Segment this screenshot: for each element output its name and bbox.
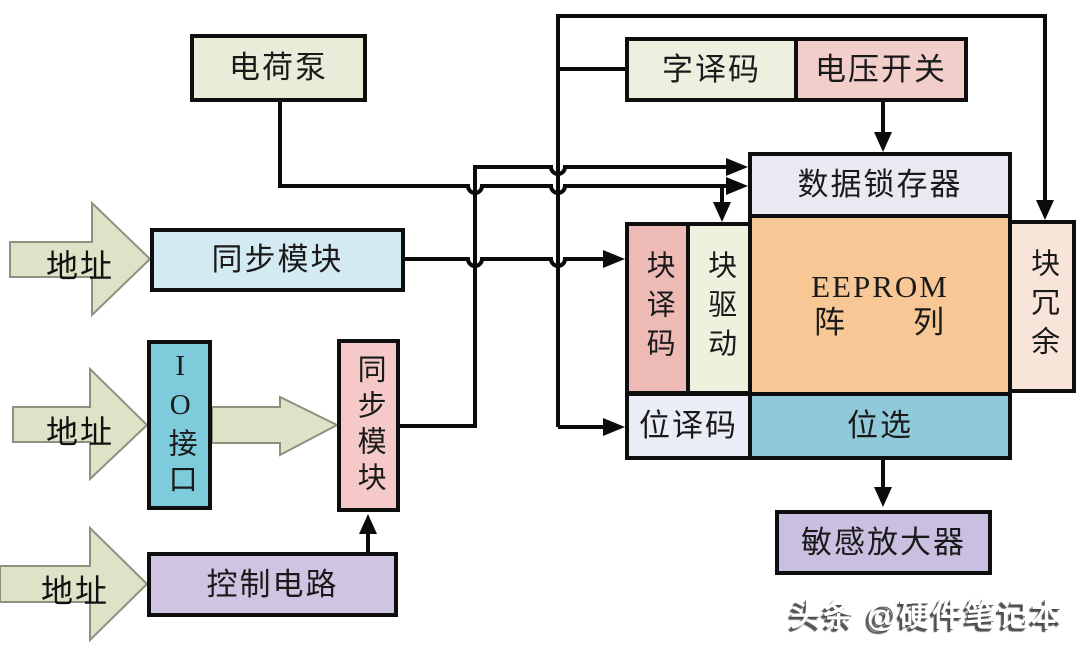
block-block-redundancy: 块冗余	[1008, 220, 1076, 393]
bit-decoder-label: 位译码	[639, 408, 738, 444]
block-bit-select: 位选	[748, 392, 1012, 460]
block-decoder-label: 块译码	[642, 250, 675, 367]
wire-charge-pump-to-data-latch	[278, 102, 728, 195]
sense-amplifier-label: 敏感放大器	[801, 524, 966, 560]
block-data-latch: 数据锁存器	[748, 152, 1012, 218]
block-eeprom-array: EEPROM 阵 列	[748, 214, 1012, 396]
arrowhead-into-block-decoder	[603, 250, 625, 268]
arrowhead-into-block-redundancy	[1036, 200, 1054, 220]
block-word-decoder: 字译码	[625, 37, 798, 102]
block-sync-module-horizontal: 同步模块	[150, 228, 405, 292]
address-arrow-2	[12, 366, 149, 482]
block-block-decoder: 块译码	[625, 222, 690, 395]
wire-sync-h-to-block-decoder	[405, 257, 605, 268]
arrowhead-into-sync-v	[359, 514, 377, 534]
charge-pump-label: 电荷泵	[229, 50, 328, 86]
arrowhead-into-block-driver	[713, 202, 731, 222]
block-bit-decoder: 位译码	[625, 392, 752, 460]
arrowhead-into-data-latch-top	[874, 132, 892, 152]
block-sense-amplifier: 敏感放大器	[775, 510, 992, 575]
wire-sync-v-to-data-latch	[400, 165, 728, 428]
arrowhead-into-bit-decoder	[603, 418, 625, 436]
block-io-interface: IO接口	[147, 340, 212, 510]
arrowhead-into-data-latch-2	[726, 177, 748, 195]
io-interface-label: IO接口	[164, 350, 197, 500]
block-redundancy-label: 块冗余	[1026, 248, 1059, 365]
block-charge-pump: 电荷泵	[190, 34, 367, 102]
block-control-circuit: 控制电路	[147, 552, 398, 617]
voltage-switch-label: 电压开关	[815, 51, 947, 87]
block-driver-label: 块驱动	[703, 250, 736, 367]
arrowhead-into-sense-amp	[874, 487, 892, 507]
eeprom-array-label-line2: 阵 列	[814, 305, 946, 340]
sync-module-h-label: 同步模块	[211, 242, 344, 278]
word-decoder-label: 字译码	[662, 51, 761, 87]
block-sync-module-vertical: 同步模块	[337, 339, 400, 512]
wire-word-decoder-bus	[556, 14, 1047, 427]
address-arrow-1	[9, 200, 152, 318]
sync-module-v-label: 同步模块	[353, 353, 386, 498]
eeprom-array-label-line1: EEPROM	[811, 269, 949, 305]
data-latch-label: 数据锁存器	[797, 167, 963, 203]
bit-select-label: 位选	[847, 408, 913, 444]
control-circuit-label: 控制电路	[206, 566, 339, 602]
address-input-label-2: 地址	[45, 414, 114, 450]
block-voltage-switch: 电压开关	[794, 37, 968, 102]
address-input-label-1: 地址	[45, 248, 114, 284]
watermark-text: 头条 @硬件笔记本	[790, 598, 1064, 633]
io-to-sync-arrow	[211, 395, 340, 457]
arrowhead-into-data-latch-1	[726, 158, 748, 176]
address-input-label-3: 地址	[40, 573, 109, 609]
block-block-driver: 块驱动	[686, 222, 752, 395]
address-arrow-3	[0, 525, 149, 643]
